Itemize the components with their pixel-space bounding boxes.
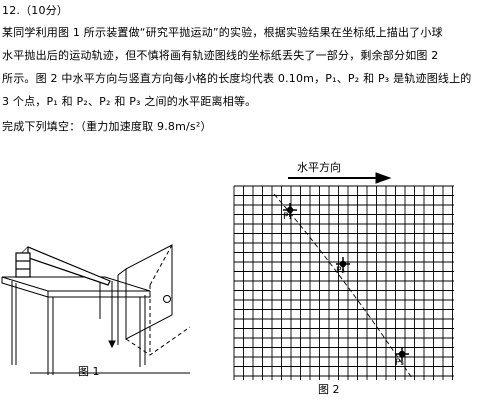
coordinate-board	[117, 244, 191, 356]
point-p3-label: P₃	[395, 358, 405, 368]
grid-lines	[233, 185, 454, 380]
point-p1-marker	[283, 203, 297, 217]
question-text-line-1: 某同学利用图 1 所示装置做“研究平抛运动”的实验，根据实验结果在坐标纸上描出了…	[2, 26, 443, 39]
question-text-line-4: 3 个点，P₁ 和 P₂、P₂ 和 P₃ 之间的水平距离相等。	[2, 95, 257, 108]
point-p2-label: P₂	[336, 266, 346, 276]
plumb-line	[108, 281, 116, 349]
table	[1, 276, 151, 375]
figure-2-grid	[233, 172, 454, 380]
figure-1-apparatus	[1, 244, 191, 375]
chute	[15, 246, 111, 286]
point-p1-label: P₁	[283, 212, 293, 222]
question-number: 12.（10分）	[2, 4, 69, 17]
figure-1-caption: 图 1	[78, 365, 100, 378]
ball	[163, 295, 171, 303]
horizontal-direction-label: 水平方向	[297, 161, 341, 174]
question-text-line-3: 所示。图 2 中水平方向与竖直方向每小格的长度均代表 0.10m，P₁、P₂ 和…	[2, 72, 472, 85]
point-p3-marker	[395, 347, 409, 361]
horizontal-direction-arrow	[288, 172, 392, 184]
trajectory-curve	[273, 193, 413, 379]
figure-2-caption: 图 2	[318, 383, 340, 396]
fill-in-instruction: 完成下列填空：（重力加速度取 9.8m/s²）	[2, 120, 212, 133]
question-text-line-2: 水平抛出后的运动轨迹，但不慎将画有轨迹图线的坐标纸丢失了一部分，剩余部分如图 2	[2, 49, 439, 62]
point-p2-marker	[336, 257, 350, 271]
